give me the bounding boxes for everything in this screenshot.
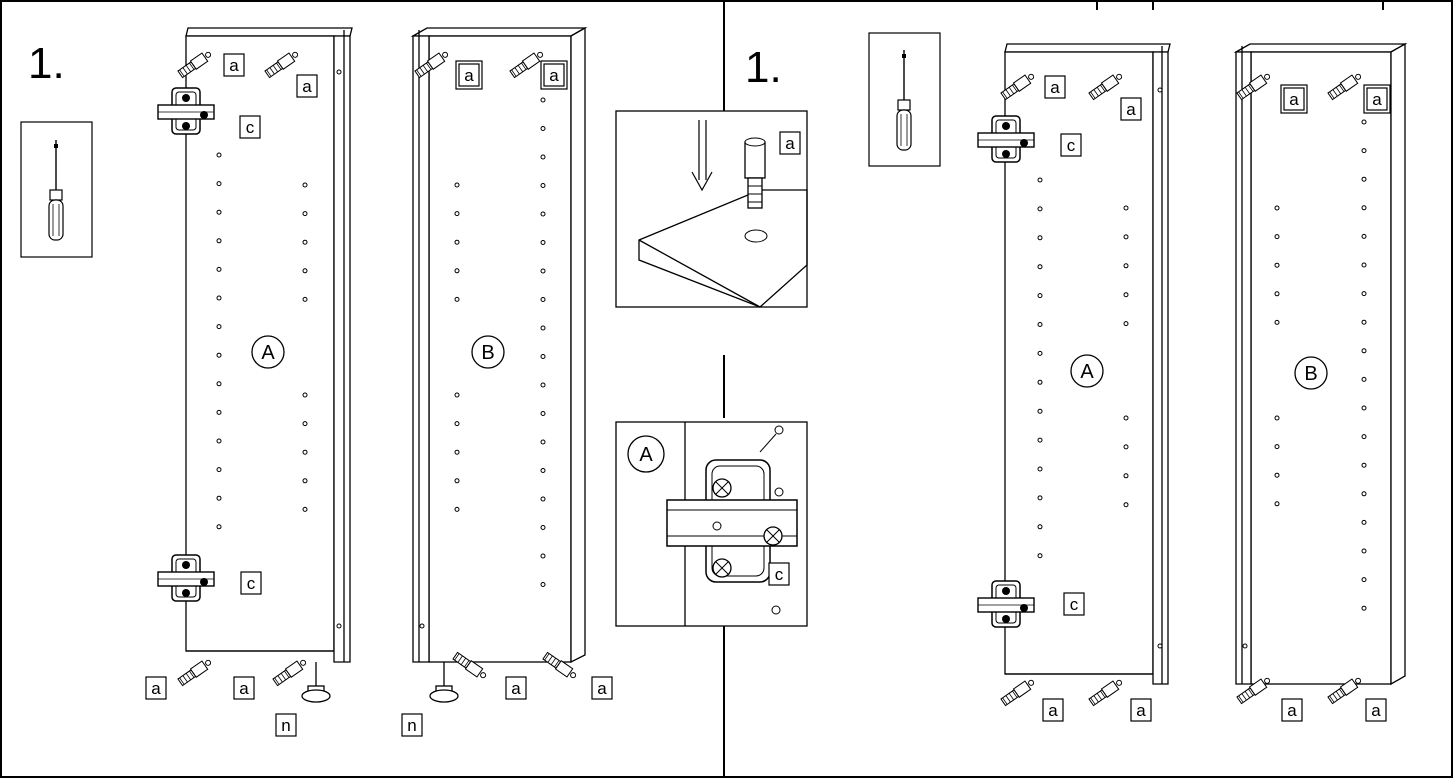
dowel-icon [1327, 677, 1362, 705]
dowel-icon [509, 51, 544, 79]
svg-text:c: c [1070, 595, 1079, 614]
dowel-icon [542, 651, 577, 679]
svg-text:a: a [1136, 701, 1146, 720]
step-number-right: 1. [745, 43, 782, 92]
part-label-c: c [768, 562, 790, 586]
foot-icon [301, 662, 459, 703]
dowel-icon [272, 659, 307, 687]
part-label-n: n [275, 713, 297, 737]
panel-label-b-left: B [471, 335, 505, 369]
part-label-a: a [1365, 698, 1387, 722]
dowel-icon [452, 651, 487, 679]
dowel-icon [1327, 73, 1362, 101]
svg-text:a: a [1287, 701, 1297, 720]
svg-text:a: a [549, 66, 559, 85]
svg-text:c: c [246, 118, 255, 137]
detail-circle-label: A [639, 444, 653, 466]
detail-dowel-insertion [615, 110, 808, 308]
part-label-a: a [1042, 698, 1064, 722]
svg-text:A: A [1080, 361, 1094, 383]
part-label-a: a [296, 74, 318, 98]
part-label-a: a [1130, 698, 1152, 722]
part-label-a: a [1120, 97, 1142, 121]
svg-text:a: a [1372, 90, 1382, 109]
part-label-a: a [233, 676, 255, 700]
svg-text:B: B [1304, 363, 1317, 385]
shelf-pin-holes [216, 69, 1367, 649]
part-label-a: a [455, 60, 483, 90]
panel-label-b-right: B [1294, 356, 1328, 390]
dowel-icon [177, 659, 212, 687]
step-number-left: 1. [28, 39, 65, 88]
dowel-icon [1088, 679, 1123, 707]
part-label-c: c [239, 115, 261, 139]
svg-text:a: a [302, 77, 312, 96]
dowel-icons [177, 51, 1362, 707]
dowel-icon [1236, 73, 1271, 101]
screwdriver-icon [868, 32, 941, 167]
svg-text:A: A [261, 342, 275, 364]
dowel-icon [414, 51, 449, 79]
svg-text:c: c [247, 574, 256, 593]
svg-text:a: a [151, 679, 161, 698]
dowel-icon [1000, 679, 1035, 707]
dowel-icon [1236, 677, 1271, 705]
hinge-icon [977, 115, 1035, 163]
dowel-icon [1000, 73, 1035, 101]
svg-text:B: B [481, 342, 494, 364]
hinge-icon [157, 554, 215, 602]
part-label-a: a [1363, 84, 1391, 114]
svg-text:a: a [1126, 100, 1136, 119]
svg-text:a: a [511, 679, 521, 698]
part-label-a: a [1280, 84, 1308, 114]
svg-text:n: n [407, 716, 416, 735]
svg-text:c: c [1067, 136, 1076, 155]
svg-text:a: a [229, 56, 239, 75]
svg-text:a: a [785, 134, 795, 153]
part-label-n: n [401, 713, 423, 737]
svg-text:a: a [1050, 78, 1060, 97]
svg-text:c: c [775, 565, 784, 584]
side-panel-b-left [410, 26, 588, 664]
part-label-a: a [223, 53, 245, 77]
part-label-a: a [540, 60, 568, 90]
dowel-icon [1088, 73, 1123, 101]
part-label-a: a [1281, 698, 1303, 722]
svg-text:a: a [1048, 701, 1058, 720]
screwdriver-icon [20, 121, 93, 258]
detail-hinge-mounting: A [615, 421, 808, 627]
panel-label-a-right: A [1070, 354, 1104, 388]
part-label-a: a [779, 131, 801, 155]
hinge-icon [977, 580, 1035, 628]
part-labels: a a c c a a n n a a a c a a c c a a a a a a a a [145, 53, 1391, 737]
part-label-a: a [145, 676, 167, 700]
svg-text:a: a [464, 66, 474, 85]
svg-text:a: a [1371, 701, 1381, 720]
hinge-icons [157, 87, 1035, 628]
hinge-icon [157, 87, 215, 135]
part-label-c: c [1063, 592, 1085, 616]
svg-text:a: a [1289, 90, 1299, 109]
dowel-icon [264, 51, 299, 79]
svg-text:a: a [239, 679, 249, 698]
part-label-c: c [1060, 133, 1082, 157]
svg-text:n: n [281, 716, 290, 735]
part-label-a: a [591, 676, 613, 700]
part-label-c: c [240, 571, 262, 595]
panel-label-a-left: A [251, 335, 285, 369]
part-label-a: a [505, 676, 527, 700]
svg-text:a: a [597, 679, 607, 698]
dowel-icon [177, 51, 212, 79]
part-label-a: a [1044, 75, 1066, 99]
